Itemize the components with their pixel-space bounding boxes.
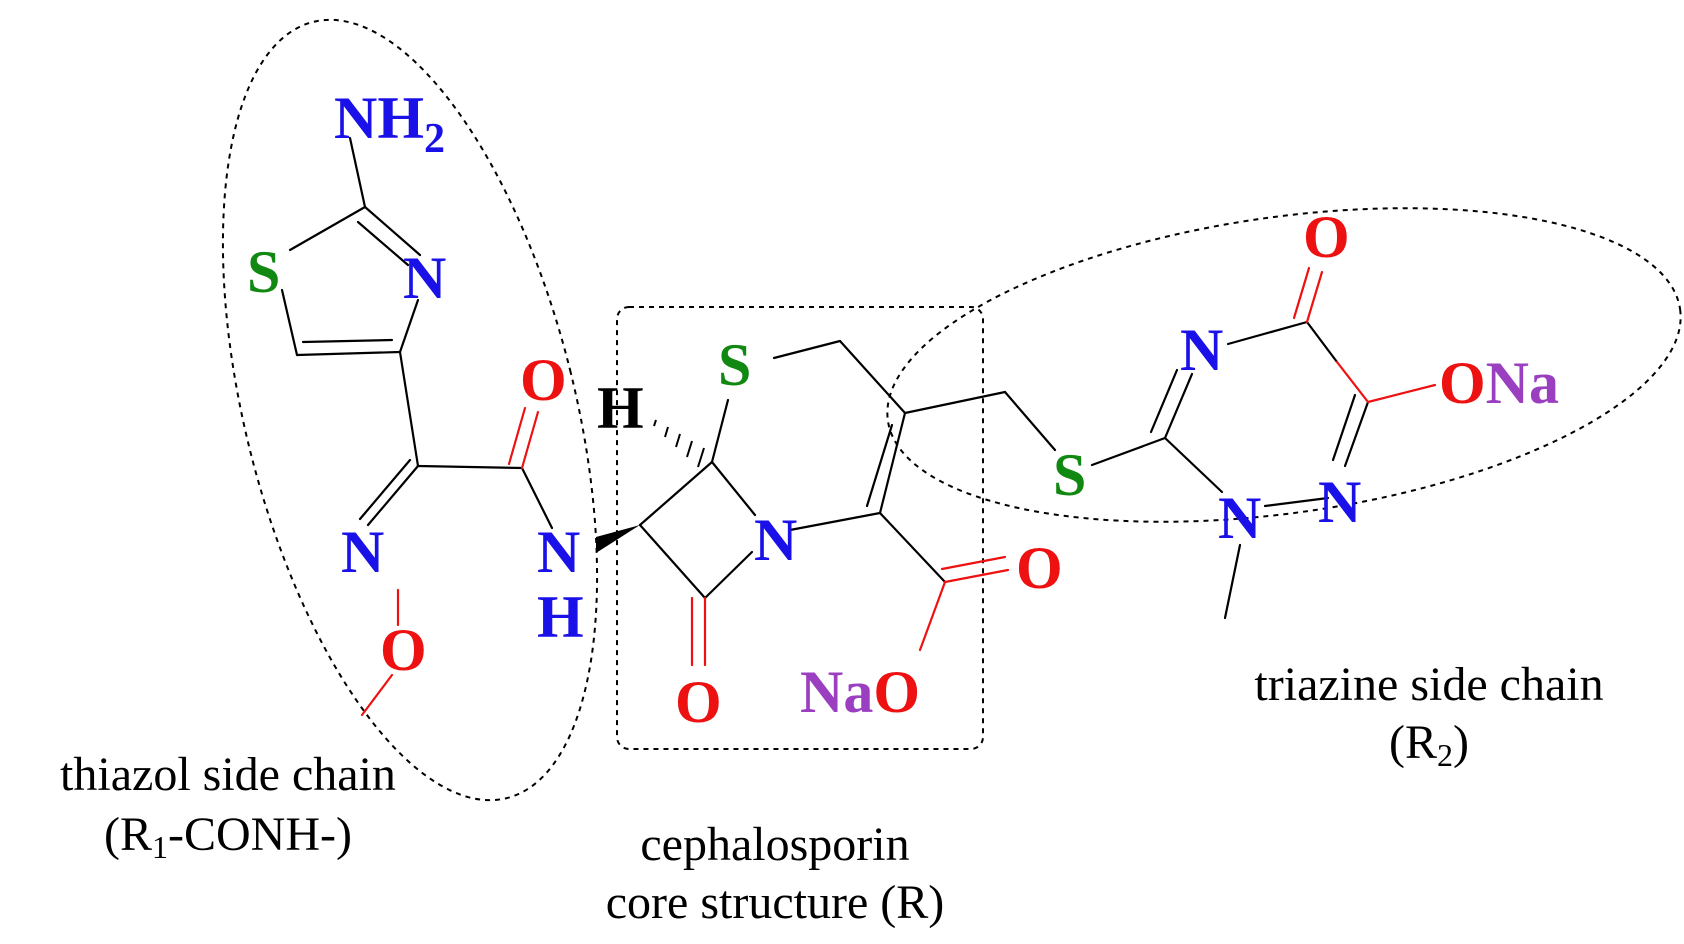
bond-c3-c4-inner — [865, 423, 894, 508]
bond-c3-c4-outer — [878, 411, 907, 515]
bond-c6-n1-outer — [1343, 400, 1370, 468]
hash-bond-c6-h — [653, 419, 705, 468]
bond-methoxy-c — [360, 673, 394, 717]
bond-n2-c5 — [1226, 320, 1309, 346]
core-region-outline — [616, 306, 984, 750]
bond-c6-ona — [1366, 383, 1437, 404]
methoxy-o-label: O — [380, 617, 427, 683]
bond-c4-n — [398, 298, 420, 354]
lactam-n-label: N — [754, 507, 797, 573]
oxygen-bonds — [360, 266, 1437, 717]
bond-n-c4 — [788, 511, 882, 532]
bond-c6-n1-inner — [1331, 393, 1357, 462]
bond-nh2-c2 — [348, 136, 367, 209]
bond-s-c5 — [280, 288, 299, 357]
amide-n-label: N — [537, 519, 580, 585]
triazine-n-bottom-label: N — [1218, 485, 1261, 551]
bond-carboxyl-co-a — [943, 568, 1010, 584]
bond-triazine-co-a — [1305, 270, 1324, 324]
thiazol-region-outline — [221, 18, 599, 802]
thiazol-caption-line1: thiazol side chain — [60, 748, 396, 801]
bond-c4-calpha — [398, 350, 420, 468]
thiazole-n-label: N — [403, 245, 446, 311]
bond-c7-c6 — [638, 460, 714, 527]
bond-c5-c4-outer — [295, 350, 402, 357]
thiazol-caption-line2: (R1-CONH-) — [104, 808, 352, 865]
carboxyl-o-label: O — [1016, 535, 1063, 601]
bond-carboxyl-co-b — [940, 555, 1007, 571]
bond-c5-c6-black — [1305, 320, 1339, 364]
stereo-h-label: H — [597, 375, 644, 441]
bond-c5-c4-inner — [301, 338, 394, 344]
bond-c3t-n4 — [1163, 436, 1224, 494]
triazine-o-label: O — [1303, 204, 1350, 270]
triazine-n-right-label: N — [1318, 469, 1361, 535]
bond-calpha-carbonyl — [416, 464, 524, 470]
bond-amide-co-b — [507, 406, 527, 466]
triazine-caption-line1: triazine side chain — [1254, 658, 1603, 711]
bond-carboxyl-ona — [918, 580, 947, 652]
bond-c3t-n2-outer — [1163, 372, 1194, 440]
triazine-ona-label: ONa — [1439, 350, 1559, 416]
bond-s-c2 — [772, 339, 842, 360]
thiazole-s-label: S — [247, 239, 280, 305]
bond-c2-c3 — [838, 339, 907, 415]
triazine-n-top-label: N — [1180, 317, 1223, 383]
bond-ch2-s — [1003, 390, 1057, 452]
bond-amide-co-a — [520, 410, 540, 470]
triazine-region-outline — [886, 207, 1682, 523]
amide-h-label: H — [537, 584, 584, 650]
triazine-caption-line2: (R2) — [1389, 716, 1469, 773]
core-caption-line1: cephalosporin — [640, 818, 909, 871]
core-s-label: S — [718, 332, 751, 398]
bond-c6-n — [710, 460, 757, 517]
bond-calpha-oxime-n-a — [366, 464, 420, 527]
bond-c5-c6-red — [1335, 360, 1370, 404]
bond-calpha-oxime-n-b — [358, 458, 412, 521]
nh2-label: NH2 — [334, 85, 445, 162]
bond-c2-s — [288, 205, 367, 252]
lactam-o-label: O — [675, 669, 722, 735]
bond-carbonyl-nh — [520, 466, 554, 530]
bond-c7-c8 — [638, 523, 707, 600]
amide-o-label: O — [520, 347, 567, 413]
bond-n1-n4 — [1263, 496, 1330, 508]
thioether-s-label: S — [1053, 442, 1086, 508]
bond-c8-n — [703, 550, 754, 600]
bond-c2-n-inner — [356, 220, 410, 267]
bond-c4-carboxyl — [878, 511, 947, 584]
wedge-bond-c7-nh — [596, 525, 640, 553]
bond-triazine-co-b — [1292, 266, 1311, 320]
bond-c6-s — [710, 398, 730, 464]
carbon-bonds — [280, 136, 1370, 620]
core-caption-line2: core structure (R) — [606, 876, 945, 929]
carboxylate-ona-label: NaO — [800, 659, 920, 725]
bond-c3t-n2-inner — [1149, 368, 1179, 434]
bond-c2-n-outer — [363, 205, 422, 257]
bond-c3-ch2 — [903, 390, 1007, 415]
bond-n4-methyl — [1223, 543, 1242, 620]
bond-s-c3t — [1090, 436, 1167, 467]
oxime-n-label: N — [341, 519, 384, 585]
